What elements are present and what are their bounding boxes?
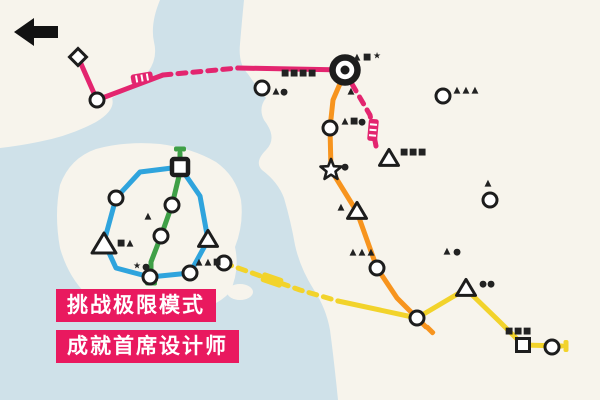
passenger-triangle-icon: ▲: [444, 247, 451, 257]
train-stripe: [368, 134, 377, 137]
metro-line-pink[interactable]: [349, 81, 379, 149]
back-arrow-shape: [14, 18, 58, 46]
passenger-dot-icon: ●: [341, 163, 349, 173]
passenger-square-icon: ■: [281, 69, 290, 79]
passenger-dot-icon: ●: [358, 118, 366, 128]
promo-banner-2-text: 成就首席设计师: [67, 334, 228, 358]
station-diamond[interactable]: [67, 46, 89, 68]
station-circle[interactable]: [321, 119, 339, 137]
passenger-triangle-icon: ▲: [338, 203, 345, 213]
metro-line-pink[interactable]: [235, 65, 348, 73]
passenger-square-icon: ■: [350, 117, 359, 127]
promo-banner-2: 成就首席设计师: [56, 330, 239, 363]
back-button[interactable]: [12, 16, 60, 48]
passenger-square-icon: ■: [290, 69, 299, 79]
passenger-dot-icon: ●: [280, 88, 288, 98]
passenger-square-icon: ■: [117, 239, 126, 249]
train-stripe: [134, 75, 139, 83]
station-circle[interactable]: [163, 196, 181, 214]
metro-line-yellow[interactable]: [221, 260, 341, 304]
train-stripe: [145, 73, 150, 81]
station-triangle[interactable]: [378, 147, 400, 167]
passenger-triangle-icon: ▲: [463, 86, 470, 96]
metro-line-green-terminus: [174, 146, 186, 152]
passenger-dot-icon: ●: [142, 263, 150, 273]
passenger-square-icon: ■: [418, 148, 427, 158]
passenger-triangle-icon: ▲: [354, 53, 361, 63]
passenger-dot-icon: ●: [479, 280, 487, 290]
station-circle[interactable]: [408, 309, 426, 327]
station-circle[interactable]: [107, 189, 125, 207]
station-square-interchange[interactable]: [169, 156, 191, 178]
passenger-triangle-icon: ▲: [127, 239, 134, 249]
station-triangle[interactable]: [455, 277, 477, 297]
station-circle[interactable]: [215, 254, 233, 272]
passenger-triangle-icon: ▲: [350, 248, 357, 258]
train-body: [260, 272, 284, 288]
station-star[interactable]: [319, 157, 343, 181]
passenger-star-icon: ★: [133, 262, 141, 272]
train-pink[interactable]: [130, 71, 154, 85]
station-triangle[interactable]: [90, 231, 118, 255]
train-stripe: [369, 123, 378, 126]
small-island: [227, 284, 253, 300]
train-stripe: [369, 128, 377, 132]
passenger-triangle-icon: ▲: [145, 212, 152, 222]
passenger-square-icon: ■: [400, 148, 409, 158]
promo-banners: 挑战极限模式 成就首席设计师: [56, 289, 239, 363]
station-circle[interactable]: [88, 91, 106, 109]
passenger-triangle-icon: ▲: [359, 248, 366, 258]
train-stripe: [140, 74, 144, 82]
passenger-triangle-icon: ▲: [196, 258, 203, 268]
passenger-triangle-icon: ▲: [348, 87, 355, 97]
station-circle[interactable]: [481, 191, 499, 209]
station-circle[interactable]: [141, 268, 159, 286]
station-circle[interactable]: [253, 79, 271, 97]
station-circle[interactable]: [543, 338, 561, 356]
promo-banner-1: 挑战极限模式: [56, 289, 216, 322]
passenger-triangle-icon: ▲: [273, 87, 280, 97]
metro-line-orange-terminus: [424, 324, 436, 336]
station-circle[interactable]: [152, 227, 170, 245]
passenger-triangle-icon: ▲: [205, 258, 212, 268]
back-arrow-icon: [14, 18, 58, 46]
passenger-triangle-icon: ▲: [472, 86, 479, 96]
passenger-triangle-icon: ▲: [342, 117, 349, 127]
passenger-triangle-icon: ▲: [454, 86, 461, 96]
passenger-triangle-icon: ▲: [368, 248, 375, 258]
passenger-square-icon: ■: [514, 327, 523, 337]
passenger-square-icon: ■: [409, 148, 418, 158]
passenger-dot-icon: ●: [453, 248, 461, 258]
station-circle[interactable]: [368, 259, 386, 277]
passenger-dot-icon: ●: [487, 280, 495, 290]
promo-banner-1-text: 挑战极限模式: [67, 293, 205, 317]
metro-line-blue[interactable]: [101, 164, 211, 280]
train-yellow[interactable]: [260, 272, 284, 289]
station-square[interactable]: [515, 337, 531, 353]
metro-network: ▲■★▲■■■■▲●▲▲▲▲■●●■■■▲▲▲▲▲▲●●●■■■▲▲■★●■▲▲: [67, 46, 569, 356]
passenger-square-icon: ■: [308, 69, 317, 79]
passenger-square-icon: ■: [363, 53, 372, 63]
station-triangle[interactable]: [346, 200, 368, 220]
passenger-square-icon: ■: [505, 327, 514, 337]
passenger-square-icon: ■: [523, 327, 532, 337]
metro-line-yellow-terminus: [563, 340, 569, 352]
station-triangle[interactable]: [197, 228, 219, 248]
metro-line-pink[interactable]: [160, 65, 241, 78]
passenger-triangle-icon: ▲: [485, 179, 492, 189]
train-pink[interactable]: [367, 118, 379, 142]
station-circle[interactable]: [434, 87, 452, 105]
passenger-square-icon: ■: [213, 258, 222, 268]
passenger-star-icon: ★: [373, 52, 381, 62]
station-circle[interactable]: [181, 264, 199, 282]
station-interchange-core: [340, 65, 350, 75]
passenger-square-icon: ■: [299, 69, 308, 79]
